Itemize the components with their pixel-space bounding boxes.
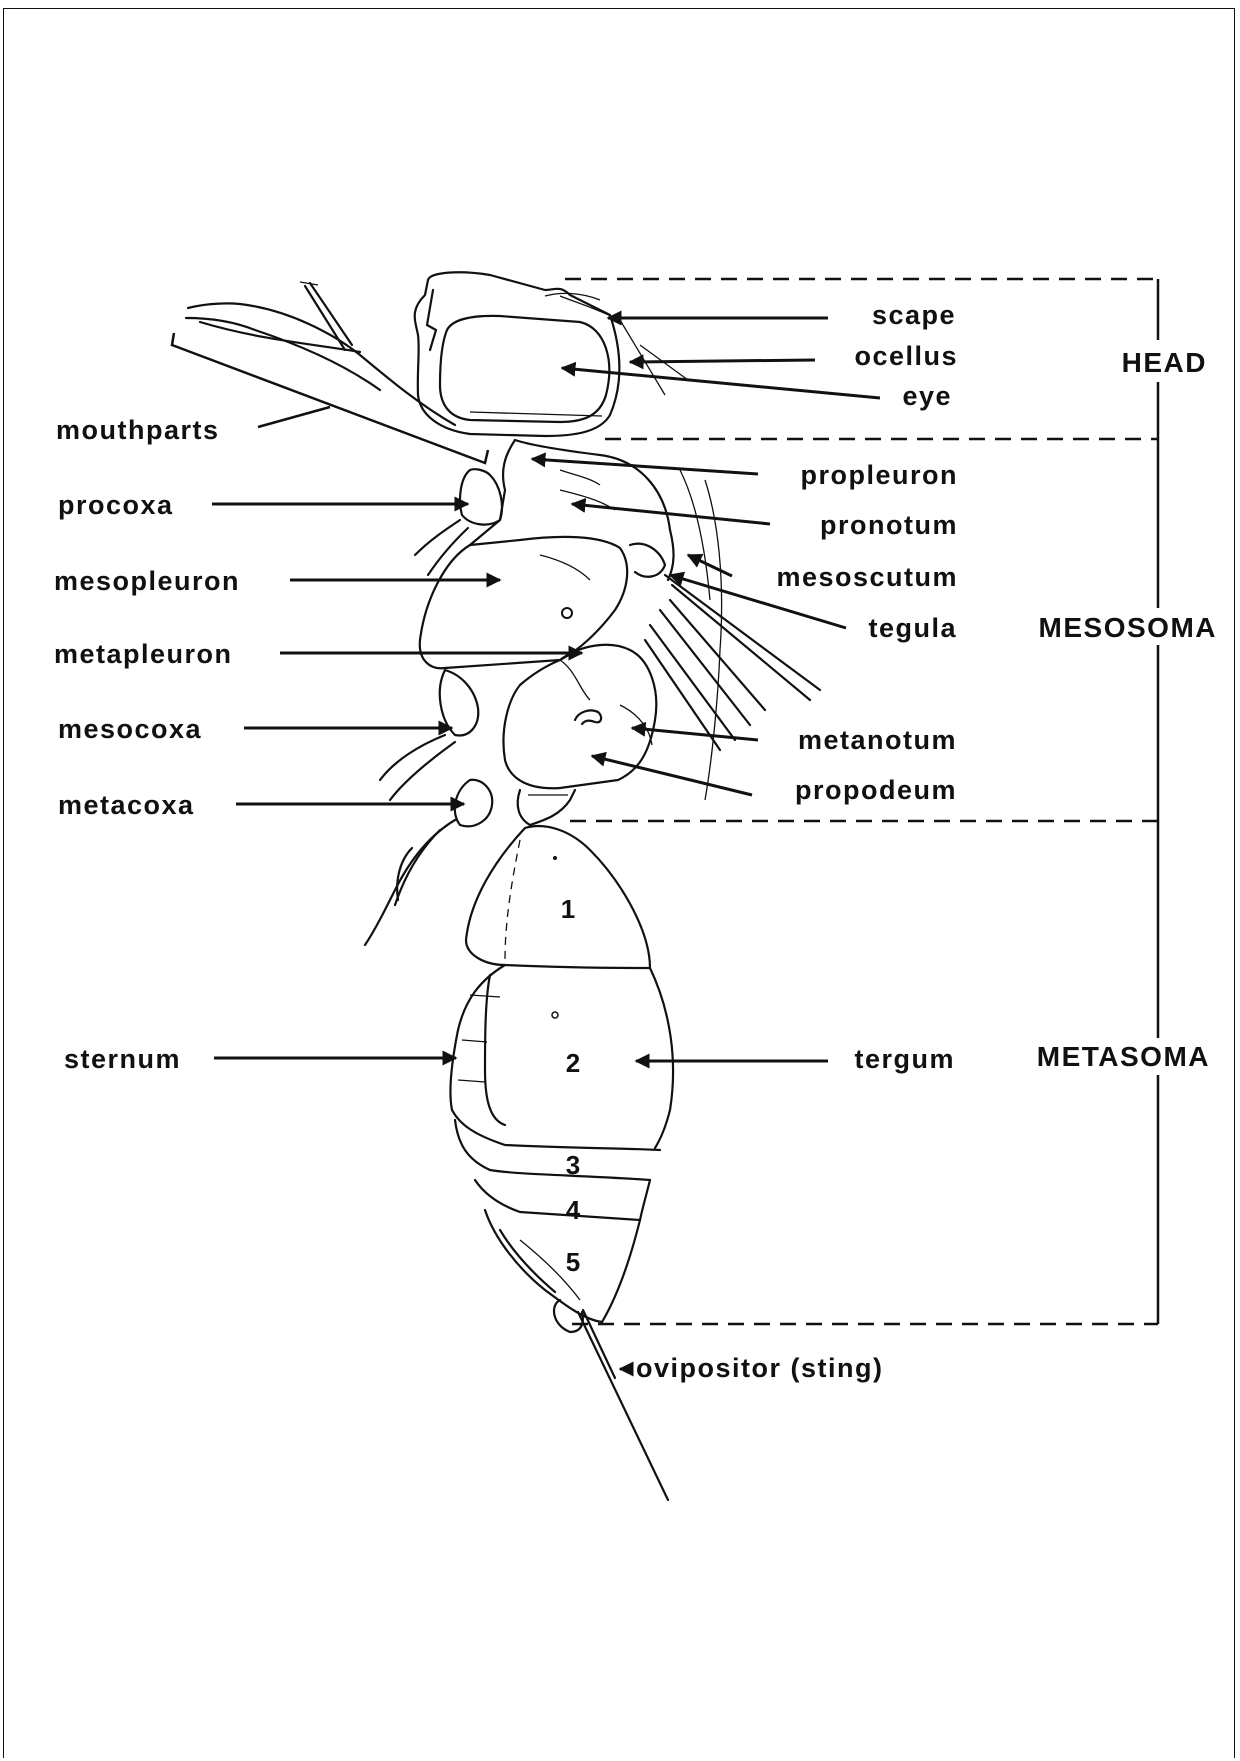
label-mesopleuron: mesopleuron [54,566,240,596]
label-metapleuron: metapleuron [54,639,233,669]
label-mouthparts: mouthparts [56,415,220,445]
segment-1: 1 [561,894,575,924]
segment-2: 2 [566,1048,580,1078]
label-metacoxa: metacoxa [58,790,195,820]
label-sternum: sternum [64,1044,181,1074]
insect-illustration [186,272,820,1500]
label-propleuron: propleuron [801,460,959,490]
label-pronotum: pronotum [820,510,958,540]
label-metanotum: metanotum [798,725,957,755]
label-ovipositor: ovipositor (sting) [636,1353,883,1383]
arrow-pronotum [572,504,770,524]
arrow-propodeum [592,756,752,795]
mouthparts-leader [258,407,330,427]
label-tegula: tegula [868,613,957,643]
arrow-mesoscutum [688,555,732,576]
label-mesocoxa: mesocoxa [58,714,202,744]
label-mesoscutum: mesoscutum [776,562,958,592]
segment-3: 3 [566,1150,580,1180]
region-mesosoma: MESOSOMA [1039,612,1217,643]
region-metasoma: METASOMA [1037,1041,1210,1072]
segment-5: 5 [566,1247,580,1277]
label-tergum: tergum [854,1044,955,1074]
label-procoxa: procoxa [58,490,174,520]
arrow-ocellus [630,360,815,362]
arrow-eye [562,368,880,398]
label-ocellus: ocellus [854,341,958,371]
label-scape: scape [872,300,956,330]
region-head: HEAD [1122,347,1207,378]
label-eye: eye [902,381,952,411]
segment-4: 4 [566,1195,581,1225]
label-propodeum: propodeum [795,775,957,805]
